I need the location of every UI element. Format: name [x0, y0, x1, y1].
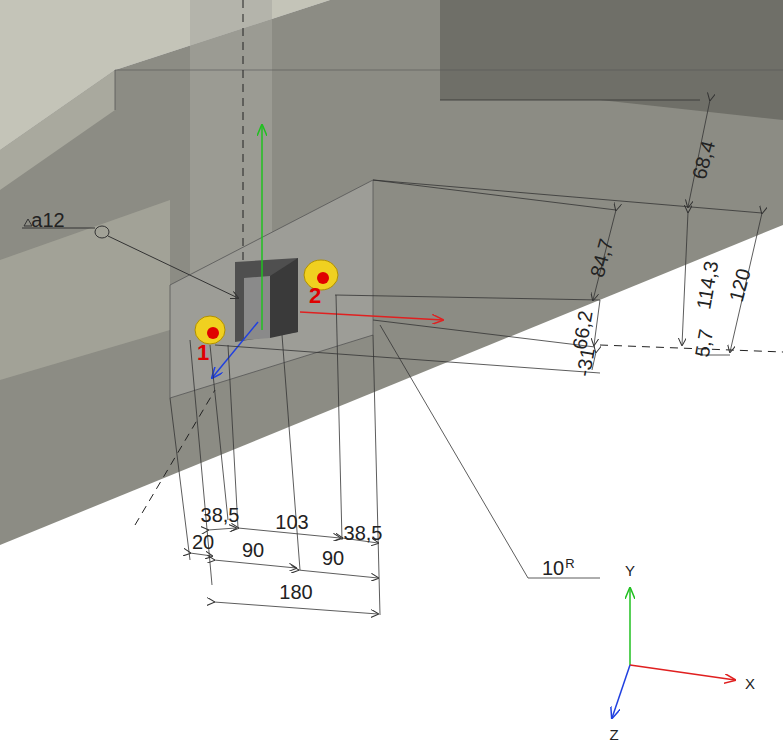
dimension: 90	[242, 540, 264, 560]
axis-label: X	[745, 676, 755, 691]
bolt-number: 1	[197, 342, 209, 364]
dimension: 5,7	[692, 328, 717, 359]
bolt-number: 2	[309, 285, 321, 307]
dimension: 66,2	[569, 309, 595, 351]
radius-label: R	[565, 557, 574, 570]
dimension: 90	[322, 548, 344, 568]
axis-label: Y	[625, 563, 635, 578]
weld-label: a12	[31, 210, 64, 230]
dimension: 20	[192, 532, 214, 552]
radius-label: 10	[542, 558, 564, 578]
dimension: -31	[573, 346, 598, 378]
dimension: 114,3	[693, 259, 721, 310]
dimension: 38,5	[344, 523, 383, 543]
dimension: 103	[275, 512, 308, 532]
axis-label: Z	[609, 727, 618, 742]
dimension: 38,5	[201, 505, 240, 525]
dimension: 180	[279, 582, 312, 602]
dimension: 120	[726, 266, 754, 303]
